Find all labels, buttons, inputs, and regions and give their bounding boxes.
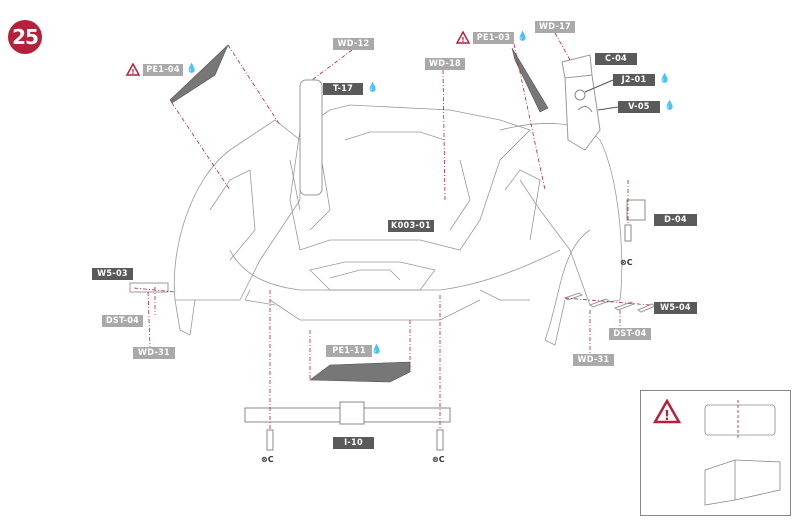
drop-icon: 💧 bbox=[659, 74, 671, 84]
leader-lines bbox=[133, 32, 651, 430]
part-label-c-04: C-04 bbox=[595, 53, 637, 65]
part-label-pe1-04: PE1-04 bbox=[143, 64, 183, 76]
warning-triangle-icon: ! bbox=[456, 31, 470, 44]
part-label-i-10: I-10 bbox=[333, 437, 374, 449]
part-label-v-05: V-05 bbox=[618, 101, 660, 113]
warning-inset-panel: ! bbox=[640, 390, 791, 516]
drop-icon: 💧 bbox=[517, 32, 529, 42]
drop-icon: 💧 bbox=[664, 101, 676, 111]
part-label-wd-31-left: WD-31 bbox=[133, 347, 175, 359]
screw-mark: ⊗C bbox=[620, 258, 633, 267]
warning-triangle-icon: ! bbox=[653, 399, 681, 424]
drop-icon: 💧 bbox=[367, 83, 379, 93]
part-label-k003-01: K003-01 bbox=[388, 220, 434, 232]
step-number-badge: 25 bbox=[8, 20, 42, 54]
part-label-wd-31-right: WD-31 bbox=[573, 354, 614, 366]
part-label-pe1-03: PE1-03 bbox=[473, 32, 514, 44]
part-label-wd-17: WD-17 bbox=[535, 21, 575, 33]
car-body bbox=[173, 104, 623, 346]
svg-text:!: ! bbox=[131, 68, 134, 76]
screw-mark: ⊗C bbox=[432, 455, 445, 464]
svg-text:!: ! bbox=[461, 36, 464, 44]
warning-triangle-icon: ! bbox=[126, 63, 140, 76]
part-label-w5-03: W5-03 bbox=[92, 268, 133, 280]
part-label-wd-12: WD-12 bbox=[333, 38, 374, 50]
part-label-t-17: T-17 bbox=[323, 83, 363, 95]
inset-drawing bbox=[704, 400, 781, 506]
drop-icon: 💧 bbox=[371, 345, 383, 355]
part-label-wd-18: WD-18 bbox=[425, 58, 465, 70]
part-label-w5-04: W5-04 bbox=[654, 302, 697, 314]
part-label-dst-04-right: DST-04 bbox=[609, 328, 651, 340]
part-label-pe1-11: PE1-11 bbox=[326, 345, 372, 357]
part-label-dst-04-left: DST-04 bbox=[102, 315, 143, 327]
part-label-d-04: D-04 bbox=[654, 214, 697, 226]
screw-mark: ⊗C bbox=[261, 455, 274, 464]
svg-text:!: ! bbox=[664, 409, 670, 424]
part-label-j2-01: J2-01 bbox=[613, 74, 655, 86]
drop-icon: 💧 bbox=[186, 64, 198, 74]
arrows bbox=[584, 79, 619, 111]
